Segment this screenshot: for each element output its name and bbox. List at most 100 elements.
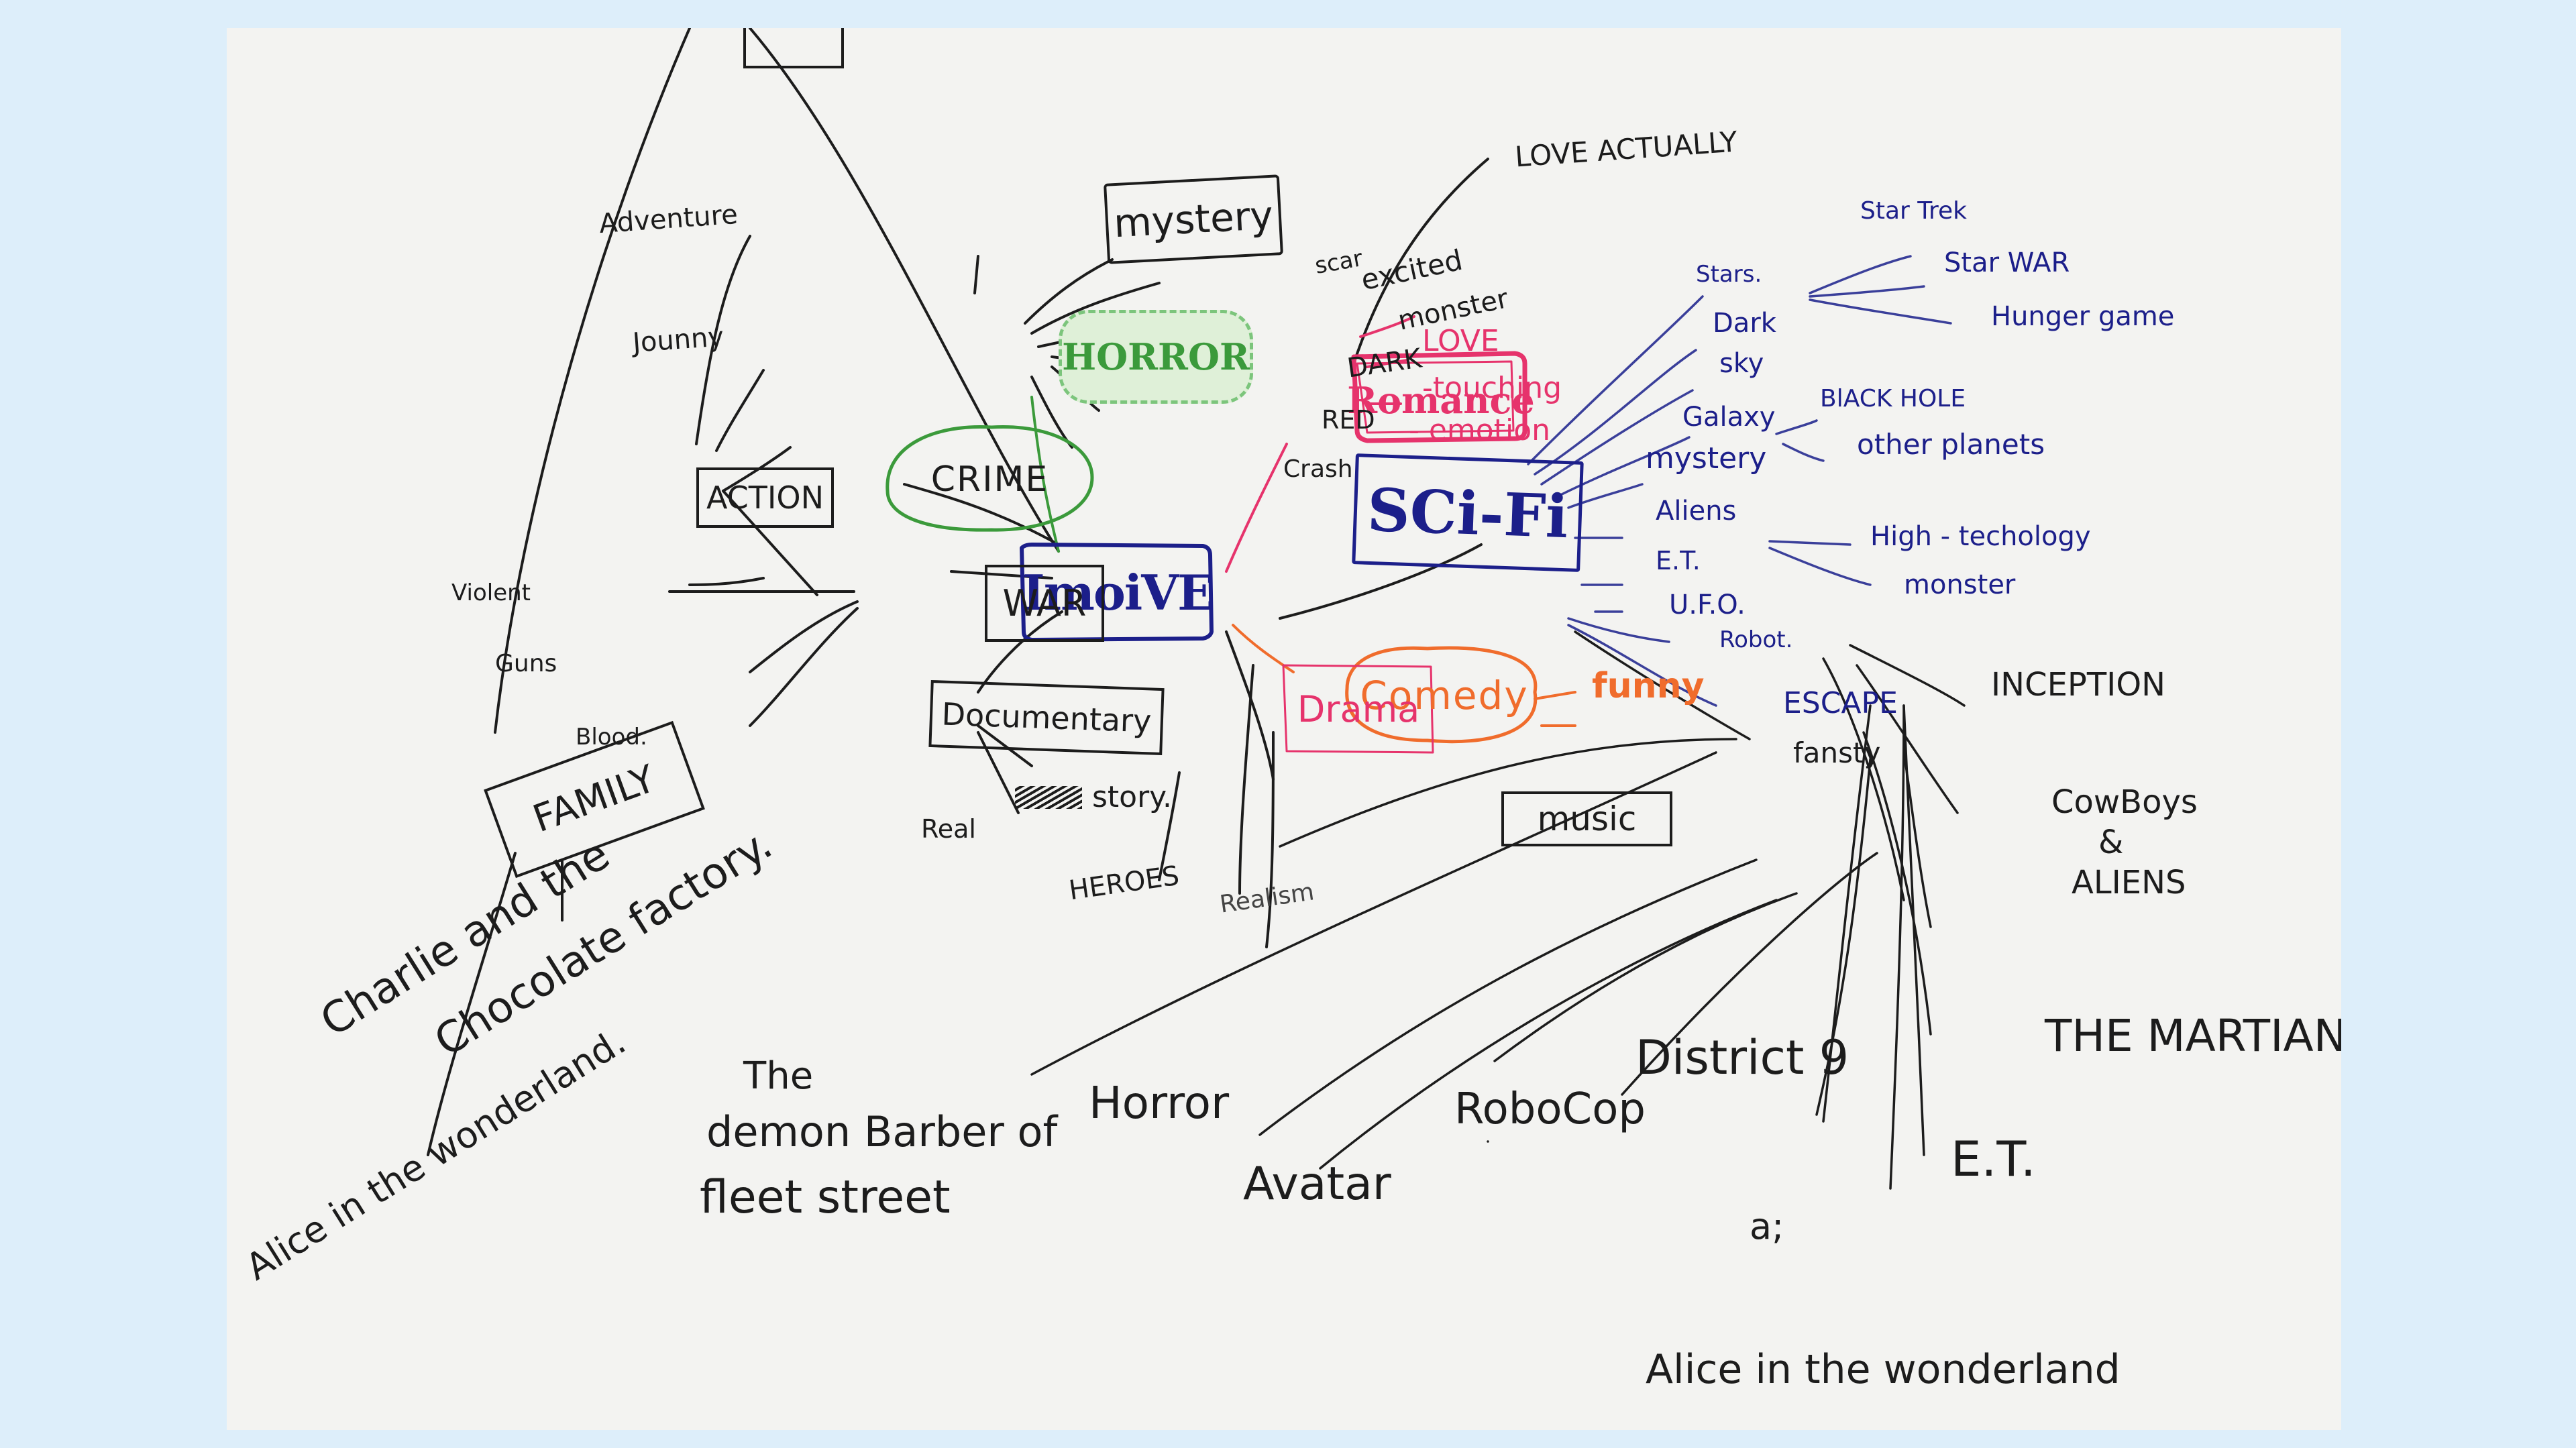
movie-title: Avatar (1243, 1158, 1391, 1211)
link-center-top (749, 28, 1060, 553)
link-movie-horror (1258, 858, 1758, 1136)
link-drama-realism (1265, 731, 1275, 948)
crime-node: CRIME (888, 427, 1092, 531)
link-center-scifi (1279, 543, 1483, 620)
music-label: music (1537, 799, 1637, 838)
mystery-node: mystery (1104, 174, 1283, 264)
link-family-alice (427, 852, 517, 1156)
connector-lines (427, 28, 1966, 1190)
romance-word: -touching (1422, 371, 1562, 405)
link-movie-e t2 (1889, 704, 1905, 1190)
scifi-word: BlACK HOLE (1820, 385, 1966, 412)
link-center-crime (903, 483, 1060, 546)
action-label: ACTION (706, 480, 824, 516)
link-center-documentary (977, 610, 1063, 693)
link-horror-scar (1024, 258, 1114, 325)
link-stars-startrek (1809, 255, 1912, 294)
scifi-word: Robot. (1719, 626, 1793, 653)
comedy-cloud-outline (1345, 646, 1538, 744)
link-scifi-escape (1567, 624, 1717, 707)
movie-title: demon Barber of (706, 1107, 1058, 1156)
romance-box-inner (1356, 360, 1515, 434)
movie-title: The (743, 1054, 814, 1098)
war-node: WAR (985, 565, 1104, 642)
cutoff-box (743, 28, 844, 68)
drama-node: Drama (1285, 667, 1432, 751)
link-action-adventure (695, 235, 751, 445)
link-romance-loveactually (1352, 158, 1489, 365)
link-center-horror (1030, 396, 1060, 553)
war-word: Guns (495, 650, 557, 677)
link-romance-love (1359, 315, 1415, 338)
link-movie-martian2 (1862, 731, 1932, 1036)
scifi-word: Dark (1713, 308, 1776, 339)
link-horror-excited (1030, 282, 1161, 335)
link-scifi-stars (1527, 295, 1704, 465)
link-center-romance (1225, 443, 1288, 573)
mind-map-paper: ImoiVE SCi-Fi Romance Comedy Drama HORRO… (227, 28, 2341, 1430)
scifi-word: Aliens (1656, 496, 1737, 526)
comedy-node: Comedy (1354, 652, 1535, 739)
link-movie-et (1902, 704, 1925, 1156)
link-center-comedy (1232, 624, 1295, 673)
link-action-war (722, 490, 818, 596)
crime-oval-outline (885, 425, 1094, 532)
link-movie-robocop (1493, 892, 1798, 1062)
scribble-mark (1015, 786, 1082, 809)
horror-node: HORROR (1059, 310, 1253, 404)
link-stars-starwar (1809, 285, 1925, 298)
romance-node: Romance (1347, 364, 1535, 437)
movie-title: Horror (1089, 1077, 1230, 1129)
link-galaxy-planets (1782, 443, 1825, 462)
scifi-word: E.T. (1656, 546, 1701, 575)
link-movie-avatar (1319, 899, 1778, 1170)
movie-title: CowBoys (2051, 783, 2198, 821)
movie-title: Alice in the wonderland (1646, 1346, 2121, 1393)
link-action-journey (715, 369, 765, 452)
link-war-blood (749, 607, 859, 727)
drama-label: Drama (1297, 687, 1420, 730)
link-center-war (950, 570, 1053, 579)
link-stars-hunger (1809, 298, 1952, 325)
romance-label: Romance (1347, 379, 1535, 422)
romance-word: LOVE (1422, 324, 1499, 358)
link-center-realism (1238, 664, 1254, 895)
horror-label: HORROR (1062, 335, 1250, 378)
link-war-guns (749, 600, 859, 673)
horror-word: Crash (1283, 455, 1353, 483)
link-center-music (1225, 630, 1275, 781)
scifi-word: fansty (1793, 736, 1881, 769)
center-node-movie: ImoiVE (1022, 546, 1214, 640)
movie-title: fleet street (700, 1171, 951, 1224)
war-word: Violent (451, 579, 531, 606)
link-movie-martian (1822, 657, 1905, 901)
link-scifi-galaxy (1554, 436, 1690, 499)
scifi-word: Galaxy (1682, 402, 1776, 433)
family-label: FAMILY (527, 757, 661, 842)
war-label: WAR (1002, 581, 1087, 624)
link-aliens-monster (1768, 547, 1872, 586)
link-doc-heroes (1158, 771, 1181, 881)
movie-title: District 9 (1635, 1030, 1849, 1085)
movie-title: INCEPTION (1991, 666, 2166, 704)
link-movie-district2 (1815, 758, 1872, 1116)
documentary-node: Documentary (928, 679, 1165, 756)
movie-title: THE MARTIAN (2045, 1010, 2341, 1062)
scifi-word: Hunger game (1991, 301, 2175, 332)
scifi-word: monster (1904, 569, 2016, 600)
link-war-box-left (688, 577, 765, 586)
link-horror-mystery (973, 255, 979, 294)
comedy-word: funny (1592, 666, 1705, 706)
documentary-word: story. (1092, 780, 1172, 814)
documentary-label: Documentary (941, 695, 1152, 740)
link-doc-story (977, 724, 1033, 767)
movie-title: E.T. (1951, 1131, 2036, 1187)
link-doc-real (977, 731, 1020, 814)
scifi-node: SCi-Fi (1352, 453, 1584, 572)
romance-word: - emotion (1409, 413, 1550, 447)
drama-box-outline (1282, 664, 1434, 754)
link-scifi-mystery (1567, 483, 1644, 509)
link-comedy-funny (1534, 691, 1576, 700)
scifi-label: SCi-Fi (1366, 474, 1570, 551)
link-fantasy-horror (1279, 738, 1737, 848)
